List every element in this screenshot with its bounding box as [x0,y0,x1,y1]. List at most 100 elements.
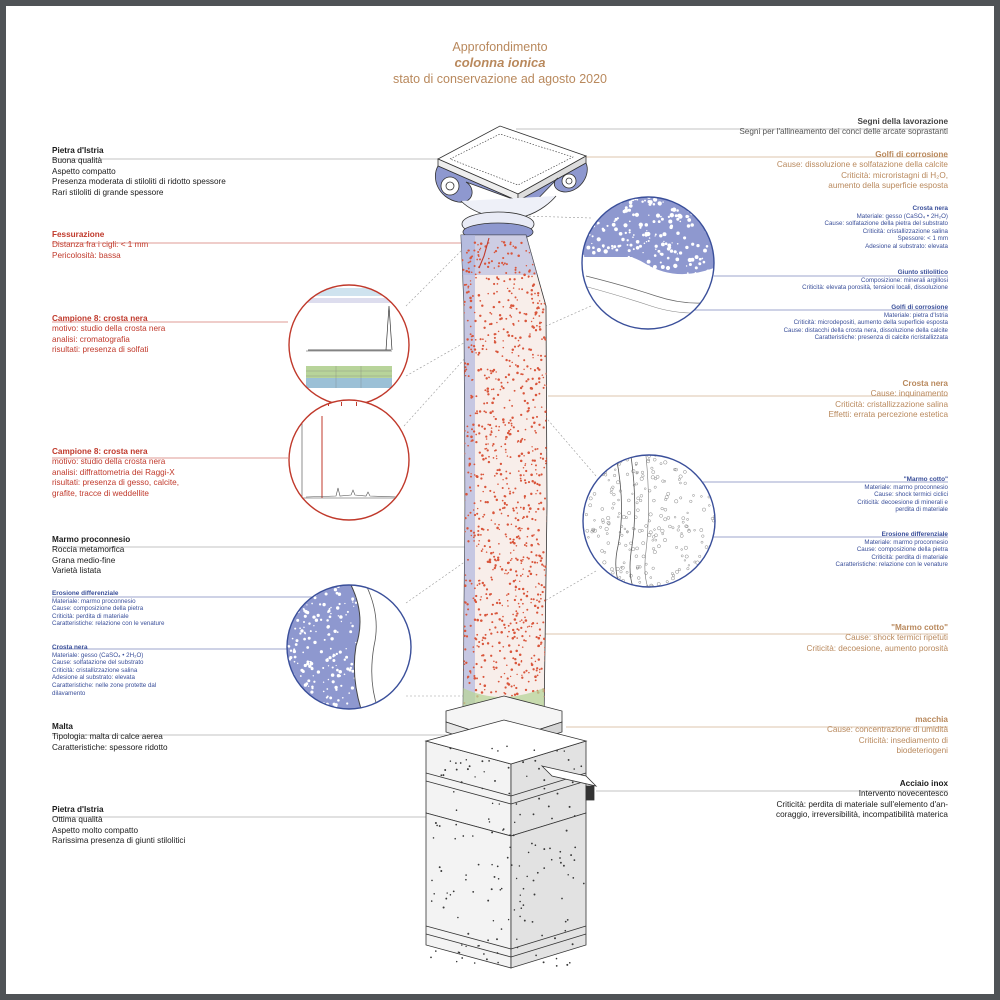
crust-dot [543,258,546,260]
crust-dot [513,345,517,348]
texture-dot [671,456,674,459]
texture-dot [596,204,599,207]
texture-dot [685,245,689,250]
texture-dot [660,242,665,247]
crust-dot [494,564,497,567]
texture-dot [675,569,679,574]
crust-dot [518,288,520,290]
texture-dot [296,686,300,690]
stone-speck [496,865,499,868]
crust-dot [482,344,485,347]
crust-dot [501,507,504,510]
crust-dot [536,302,539,305]
texture-dot [635,482,639,486]
crust-dot [475,395,478,398]
crust-dot [466,338,469,341]
crust-dot [538,315,541,317]
crust-dot [477,424,481,427]
stone-speck [455,823,458,826]
crust-dot [536,599,538,602]
texture-dot [593,274,595,277]
crust-dot [483,688,486,691]
texture-dot [330,637,334,641]
crust-dot [496,290,498,293]
crust-dot [498,468,501,472]
crust-dot [476,677,478,680]
crust-dot [475,352,477,354]
texture-dot [663,480,666,483]
crust-dot [537,292,540,295]
crust-dot [515,307,518,310]
texture-dot [583,269,586,273]
crust-dot [502,645,505,648]
stone-speck [455,809,458,811]
crust-dot [548,291,550,293]
crust-dot [517,320,520,322]
texture-dot [335,591,339,595]
crust-dot [470,473,472,475]
stone-speck [500,887,503,890]
crust-dot [507,592,510,596]
texture-dot [624,266,627,268]
crust-dot [518,605,521,608]
texture-dot [322,602,326,607]
texture-dot [699,565,703,569]
texture-dot [614,227,618,232]
crust-dot [533,534,535,536]
texture-dot [683,197,687,200]
texture-dot [686,272,689,274]
crust-dot [502,256,505,260]
crust-dot [480,666,483,669]
stone-speck [461,957,464,959]
crust-dot [511,348,515,352]
crust-dot [516,501,519,504]
texture-dot [307,679,311,683]
texture-dot [686,224,691,228]
texture-dot [344,602,346,605]
stone-speck [512,834,515,837]
crust-dot [534,675,537,678]
texture-dot [596,570,600,574]
crust-dot [498,313,502,317]
crust-dot [466,434,469,438]
crust-dot [531,244,534,247]
texture-dot [706,225,710,230]
crust-dot [531,353,534,356]
texture-dot [595,198,600,202]
crust-dot [537,645,539,648]
crust-dot [514,266,517,269]
crust-dot [498,601,502,605]
crust-dot [523,399,527,403]
crust-dot [461,356,463,359]
texture-dot [586,245,591,250]
crust-dot [461,645,465,648]
crust-dot [484,637,487,640]
crust-dot [478,351,481,355]
crust-dot [523,438,526,441]
crust-dot [500,317,503,320]
stone-speck [508,792,511,795]
crust-dot [510,685,513,688]
stone-speck [564,929,567,932]
crust-dot [502,478,504,481]
texture-dot [593,528,597,533]
texture-dot [614,585,619,587]
crust-dot [505,435,508,439]
crust-dot [521,347,525,350]
crust-dot [496,469,499,472]
texture-dot [677,525,681,528]
crust-dot [531,459,534,462]
texture-dot [293,648,296,651]
stone-speck [555,957,558,960]
texture-dot [694,266,698,270]
crust-dot [530,473,533,477]
crust-dot [511,628,515,632]
crust-dot [479,683,482,686]
crust-dot [539,354,543,357]
crust-dot [506,287,509,290]
stone-speck [446,892,448,894]
column-base [424,695,598,969]
stone-speck [438,825,441,827]
crust-dot [473,241,477,244]
